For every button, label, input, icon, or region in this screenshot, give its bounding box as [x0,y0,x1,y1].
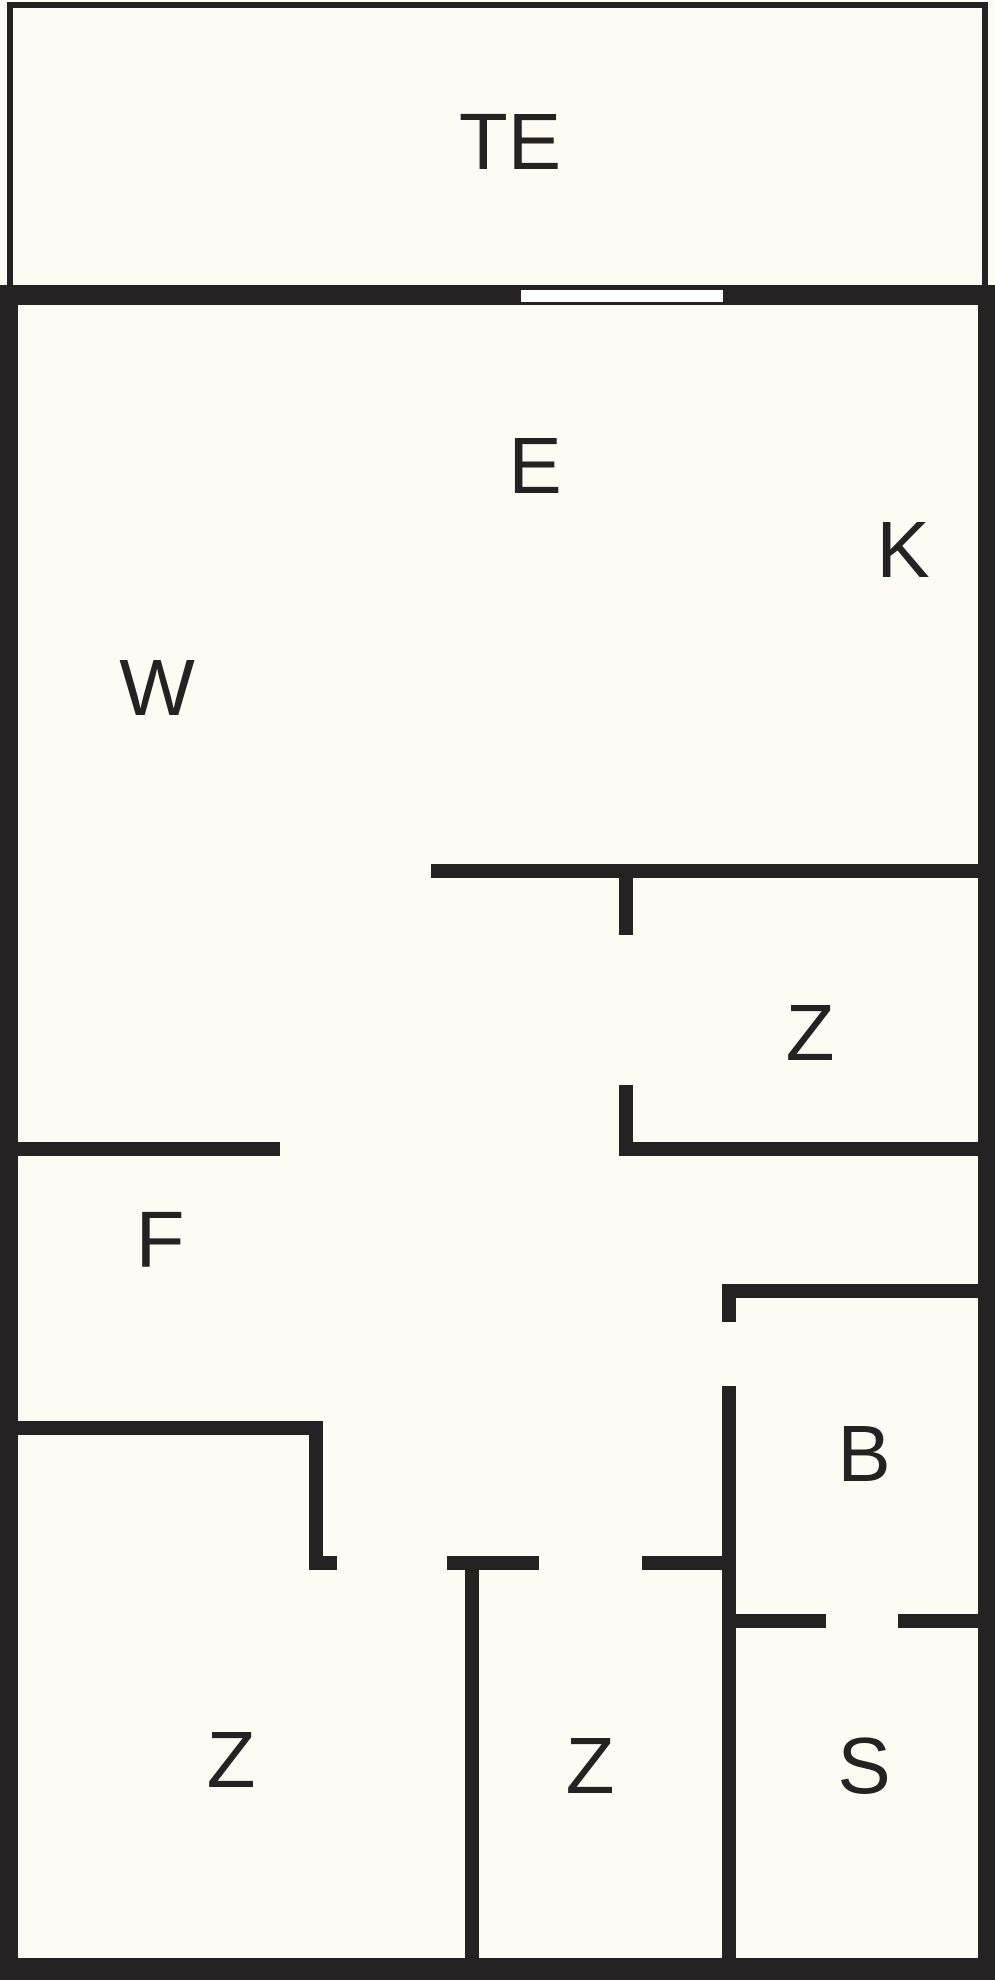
room-label-s: S [837,1721,891,1810]
jamb-b-door [722,1298,736,1322]
terrace-border-left [7,2,13,285]
terrace-border-top [7,2,988,8]
room-label-z2: Z [206,1715,256,1804]
wall-b-top [722,1284,978,1298]
jamb-z1-door-upper [619,878,633,935]
room-label-f: F [135,1195,185,1284]
room-label-w: W [119,643,195,732]
jamb-z2-door [323,1556,337,1570]
wall-b-s-divider-left [736,1614,826,1628]
room-label-te: TE [458,97,562,186]
room-label-k: K [876,505,930,594]
wall-hall-s-segment [642,1556,722,1570]
outer-wall-left [0,285,18,1980]
window-opening [521,290,723,302]
wall-z3-left [465,1570,479,1958]
room-label-e: E [508,421,562,510]
wall-z1-left-lower [619,1085,633,1156]
room-label-b: B [837,1409,891,1498]
wall-z2-right [309,1435,323,1570]
outer-wall-bottom [0,1958,995,1980]
outer-wall-right [978,285,995,1980]
wall-b-s-left [722,1386,736,1958]
room-label-z1: Z [785,988,835,1077]
wall-ek-z1-divider [431,864,978,878]
wall-w-f-divider [18,1142,280,1156]
terrace-border-right [982,2,988,285]
outer-wall-top [0,285,995,305]
wall-b-s-divider-right [898,1614,978,1628]
room-label-z3: Z [565,1721,615,1810]
jamb-z3-top [447,1556,539,1570]
wall-z1-bottom [619,1142,978,1156]
wall-z2-top [18,1421,323,1435]
